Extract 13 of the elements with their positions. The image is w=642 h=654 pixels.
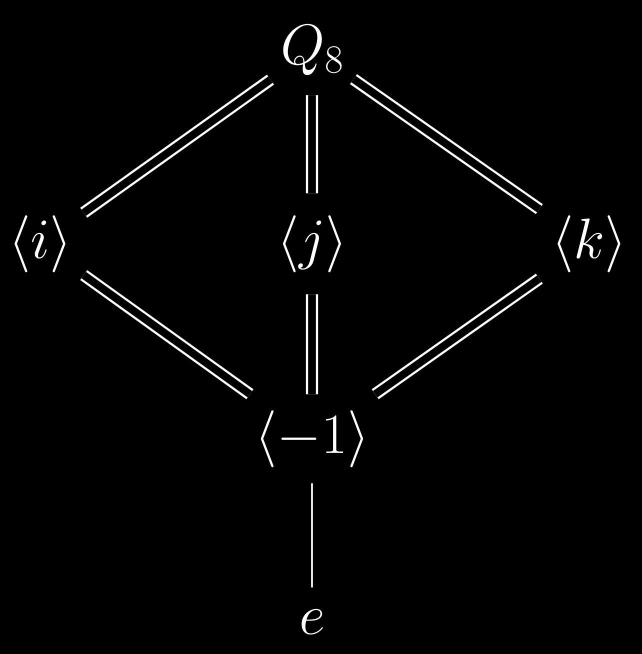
double-line <box>372 274 543 400</box>
math-label: $\langle k\rangle$ <box>558 215 620 272</box>
double-line <box>80 270 254 400</box>
double-line <box>80 74 274 218</box>
math-label: $e$ <box>302 608 323 635</box>
math-label: $\langle j\rangle$ <box>282 215 341 272</box>
math-label: $\langle i\rangle$ <box>14 215 66 272</box>
double-line <box>350 74 543 214</box>
math-label: $Q_8$ <box>283 24 342 76</box>
double-line <box>306 95 318 194</box>
double-line <box>306 294 318 394</box>
connector-line <box>311 483 313 588</box>
math-label: $\langle -1\rangle$ <box>260 410 364 468</box>
